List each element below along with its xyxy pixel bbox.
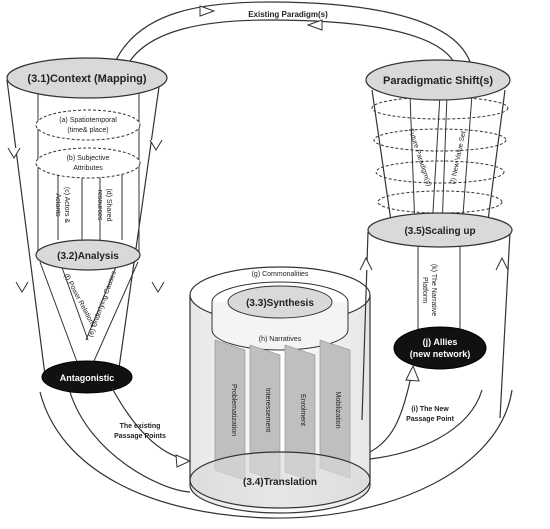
- spatiotemporal-sub-label: (time& place): [67, 127, 108, 134]
- scaling-title: (3.5)Scaling up: [404, 226, 475, 237]
- existing-passage-sub-label: Passage Points: [114, 433, 166, 440]
- shared-label: (d) Shared: [105, 188, 112, 221]
- context-title: (3.1)Context (Mapping): [27, 73, 146, 85]
- scaling-funnel: [359, 89, 511, 421]
- subjective-label: (b) Subjective: [67, 155, 110, 162]
- paradigm-dashed-ring-3: [375, 160, 505, 184]
- spatiotemporal-label: (a) Spatiotemporal: [59, 117, 117, 124]
- existing-paradigm-arrow: [114, 1, 471, 65]
- translation-title: (3.4)Translation: [243, 477, 317, 488]
- narratives-label: (h) Narratives: [259, 336, 302, 343]
- stage-problematization: Problematization: [230, 384, 237, 436]
- synthesis-cylinder: [189, 266, 371, 514]
- analysis-title: (3.2)Analysis: [57, 251, 119, 262]
- shared-label-group: (d) Shared resources: [96, 188, 112, 221]
- stage-enrolment: Enrolment: [299, 394, 306, 426]
- new-value-set-label: (l) New Value Set: [450, 131, 468, 185]
- narrative-platform-sub-label: Platform: [421, 277, 428, 303]
- paradigm-shift-title: Paradigmatic Shift(s): [383, 75, 493, 87]
- synthesis-title: (3.3)Synthesis: [246, 298, 314, 309]
- paradigm-shift-ellipse: [365, 59, 511, 101]
- subjective-sub-label: Attributes: [73, 165, 103, 172]
- actors-sub-label: Actants: [54, 193, 61, 217]
- existing-paradigm-label: Existing Paradigm(s): [248, 10, 328, 19]
- existing-passage-arrowhead: [175, 454, 192, 468]
- antagonistic-ellipse: [41, 360, 133, 394]
- stage-interessement: Interessement: [264, 388, 271, 432]
- scaling-ellipse: [367, 212, 513, 248]
- power-relations-label: (f) Power Relations: [62, 273, 96, 329]
- existing-passage-label: The existing: [120, 423, 161, 430]
- outer-loop-curve: [39, 389, 513, 519]
- stage-mobilization: Mobilization: [334, 392, 341, 429]
- allies-sub-label: (new network): [410, 349, 471, 359]
- spatiotemporal-ellipse: [35, 109, 141, 141]
- paradigm-dashed-ring-4: [377, 190, 503, 214]
- allies-ellipse: [393, 326, 487, 370]
- narrative-platform-label: (k) The Narrative: [430, 264, 437, 316]
- shared-sub-label: resources: [96, 190, 103, 221]
- actors-label-group: (c) Actors & Actants: [54, 187, 70, 224]
- context-ellipse: [6, 57, 168, 99]
- new-passage-arrowhead: [405, 364, 420, 382]
- new-passage-arrow: [369, 371, 413, 453]
- antagonistic-label: Antagonistic: [60, 373, 115, 383]
- narrative-platform-label-group: (k) The Narrative Platform: [421, 264, 437, 316]
- commonalities-label: (g) Commonalities: [252, 271, 309, 278]
- actors-label: (c) Actors &: [63, 187, 70, 224]
- underlying-causes-label: (e) Underlying Causes: [87, 270, 118, 338]
- new-passage-sub-label: Passage Point: [406, 416, 455, 423]
- allies-label: (j) Allies: [423, 337, 458, 347]
- paradigm-dashed-ring-2: [373, 128, 507, 152]
- context-funnel: [6, 79, 165, 376]
- analysis-ellipse: [35, 239, 141, 271]
- subjective-ellipse: [35, 147, 141, 179]
- future-paradigms-label: Future Paradigm(s): [407, 128, 432, 188]
- new-passage-label: (i) The New: [411, 406, 449, 413]
